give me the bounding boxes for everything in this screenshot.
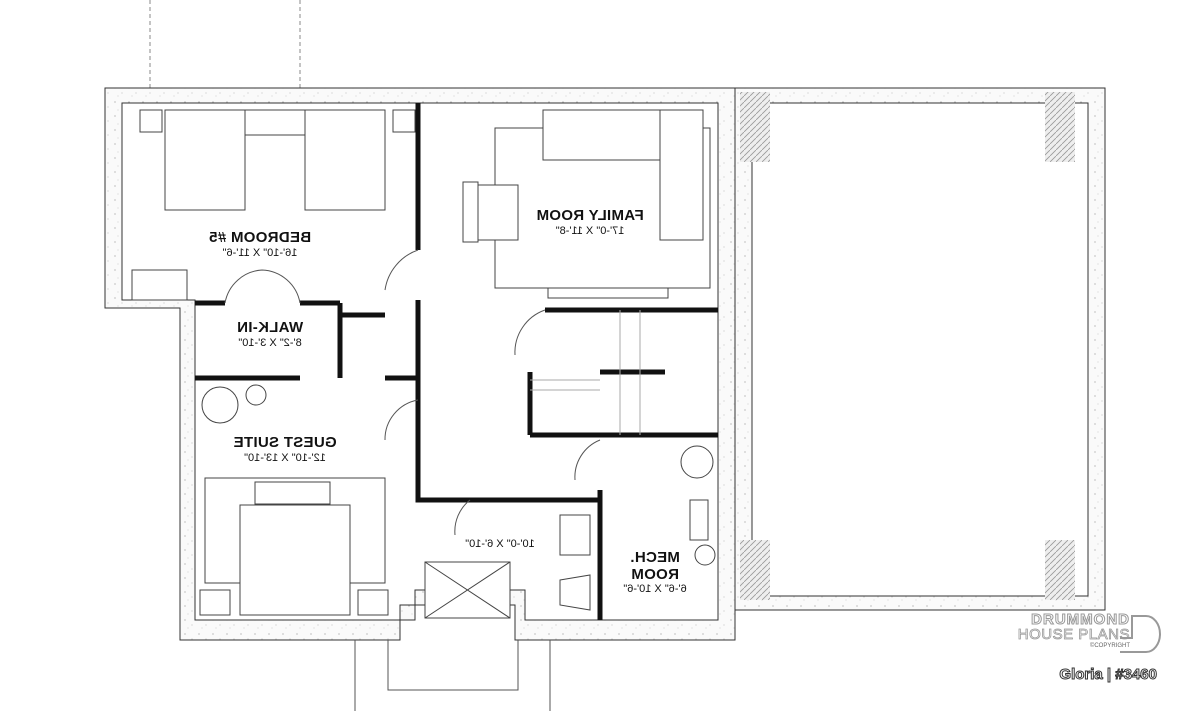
room-dims: 8'-2" X 3'-10" xyxy=(238,336,302,349)
room-name-2: ROOM xyxy=(631,565,679,583)
room-label-bathroom: 10'-0" X 6'-10" xyxy=(430,538,570,550)
room-name: FAMILY ROOM xyxy=(536,207,644,224)
room-label-bedroom-5: BEDROOM #5 16'-10" X 11'-6" xyxy=(170,229,350,259)
furniture xyxy=(131,109,716,619)
room-label-family-room: FAMILY ROOM 17'-0" X 11'-8" xyxy=(500,207,680,237)
room-label-walk-in: WALK-IN 8'-2" X 3'-10" xyxy=(205,319,335,349)
entry-steps xyxy=(354,640,551,711)
room-dims: 6'-6" X 10'-6" xyxy=(623,583,687,595)
logo-line2: HOUSE PLANS xyxy=(1017,626,1130,643)
room-dims: 10'-0" X 6'-10" xyxy=(465,538,535,550)
logo-line1: DRUMMOND xyxy=(1031,611,1130,628)
logo-copyright: ©COPYRIGHT xyxy=(1089,643,1130,649)
room-label-guest-suite: GUEST SUITE 12'-10" X 13'-10" xyxy=(210,434,360,464)
room-name: MECH. xyxy=(630,549,680,566)
logo-d-mark-icon xyxy=(1120,615,1161,653)
plan-title: Gloria | #3460 xyxy=(1059,666,1158,684)
room-dims: 17'-0" X 11'-8" xyxy=(555,224,625,237)
deck-outline xyxy=(149,0,301,88)
room-dims: 16'-10" X 11'-6" xyxy=(222,246,298,259)
room-name: BEDROOM #5 xyxy=(208,229,312,246)
room-name: WALK-IN xyxy=(236,319,304,336)
room-dims: 12'-10" X 13'-10" xyxy=(244,451,326,464)
doors xyxy=(224,249,601,536)
garage-corner-hatch xyxy=(740,92,1075,600)
room-name: GUEST SUITE xyxy=(233,434,337,451)
interior-walls xyxy=(195,103,718,620)
room-label-mech-room: MECH. ROOM 6'-6" X 10'-6" xyxy=(600,549,710,595)
brand-logo: DRUMMOND HOUSE PLANS ©COPYRIGHT xyxy=(1017,611,1130,650)
